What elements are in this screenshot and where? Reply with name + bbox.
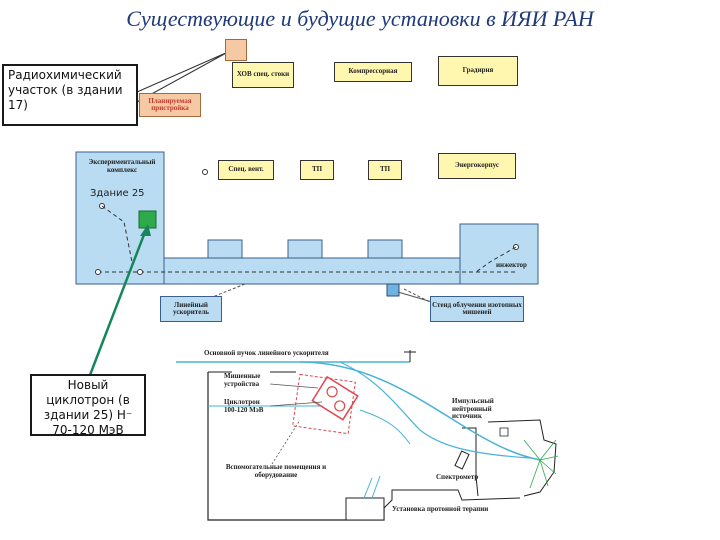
pulsed-source-label: Импульсный нейтронный источник (452, 397, 494, 421)
gradirnya-building: Градирня (438, 56, 518, 86)
hall-block-3 (367, 239, 403, 259)
beam-curve-2 (339, 361, 531, 459)
building25-path (101, 205, 133, 263)
spectrometer-detector (454, 450, 470, 470)
tp-building-2: ТП (368, 160, 402, 180)
target-devices-label: Мишенные устройства (224, 372, 261, 388)
tp-building-1: ТП (300, 160, 334, 180)
main-beam-label: Основной пучок линейного ускорителя (204, 349, 329, 357)
page-title: Существующие и будущие установки в ИЯИ Р… (126, 6, 594, 31)
proton-therapy-label: Установка протонной терапии (392, 505, 489, 513)
exp-complex-label: Экспериментальный комплекс (88, 158, 156, 174)
neutron-source-walls (487, 419, 557, 497)
spectrometer-label: Спектрометр (436, 473, 479, 481)
energy-building: Энергокорпус (438, 153, 516, 179)
beam-curve-1 (299, 361, 541, 461)
spec-vent-building: Спец. вент. (218, 160, 274, 180)
hall-block-2 (287, 239, 323, 259)
planned-annex-label: Планируемая пристройка (139, 93, 201, 117)
radiochem-callout: Радиохимический участок (в здании 17) (2, 64, 138, 126)
linac-label: Линейный ускоритель (160, 296, 222, 322)
cyclotron-arrow-head (140, 224, 151, 236)
hall-block-1 (207, 239, 243, 259)
cyclotron-arrow-line (88, 231, 147, 376)
cyclotron-zone (292, 373, 356, 435)
cyclotron-callout: Новый циклотрон (в здании 25) H⁻ 70-120 … (30, 374, 146, 437)
beam-injector-branch (475, 246, 517, 273)
hov-building: ХОВ спец. стоки (232, 62, 294, 88)
proton-therapy-room (345, 497, 385, 521)
injector-building (459, 223, 539, 285)
planned-annex-block (225, 39, 247, 61)
stand-label: Стенд облучения изотопных мишеней (430, 296, 524, 322)
stand-marker (386, 283, 400, 297)
aux-rooms-label: Вспомогательные помещения и оборудование (225, 463, 327, 479)
spec-vent-node (202, 169, 208, 175)
injector-label: инжектор (496, 261, 527, 269)
beam-node-mid (137, 269, 143, 275)
floor-walls-bottom (383, 489, 521, 509)
aux-leader (271, 419, 301, 465)
compressor-building: Компрессорная (334, 62, 412, 82)
cyclotron-module (311, 375, 359, 421)
beam-node-left (95, 269, 101, 275)
building25-label: Здание 25 (90, 188, 145, 199)
neutron-rays (523, 439, 559, 489)
cyclotron-floor-label: Циклотрон 100-120 МэВ (224, 398, 264, 414)
